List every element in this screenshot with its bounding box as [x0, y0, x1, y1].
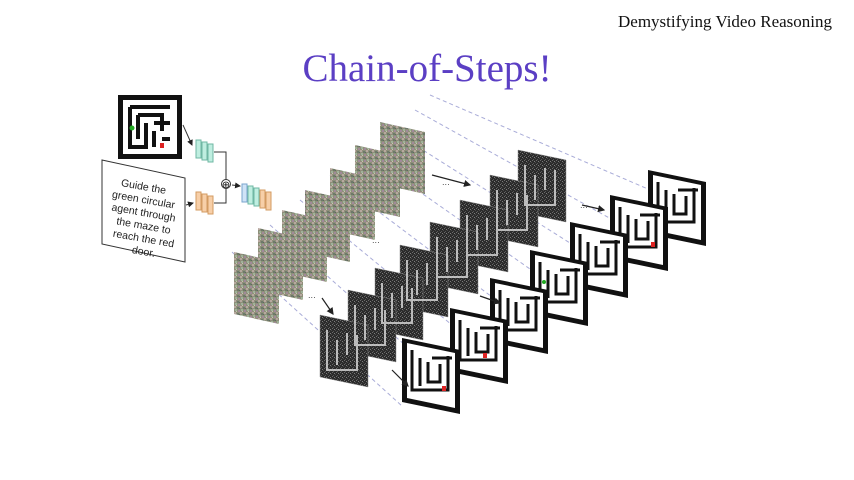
clean-frames [402, 170, 706, 414]
combined-tokens [241, 183, 272, 211]
ellipsis-4: ... [580, 201, 588, 210]
slide-title: Chain-of-Steps! [302, 47, 552, 90]
image-tokens [195, 139, 214, 163]
concat-operator: ⊕ [221, 179, 231, 191]
text-tokens [195, 191, 214, 215]
door-marker [160, 143, 164, 148]
svg-text:⊕: ⊕ [222, 180, 230, 191]
input-maze-image [118, 95, 182, 159]
intermediate-frames [319, 149, 567, 388]
agent-marker [129, 125, 135, 131]
step-arrows [321, 174, 606, 387]
ellipsis-1: ... [442, 178, 450, 187]
prompt-box: Guide the green circular agent through t… [101, 159, 186, 263]
prompt-line-6: door. [131, 244, 156, 260]
header-title: Demystifying Video Reasoning [618, 12, 832, 31]
ellipsis-2: ... [372, 236, 380, 245]
noise-frames [234, 122, 425, 324]
ellipsis-3: ... [308, 291, 316, 300]
